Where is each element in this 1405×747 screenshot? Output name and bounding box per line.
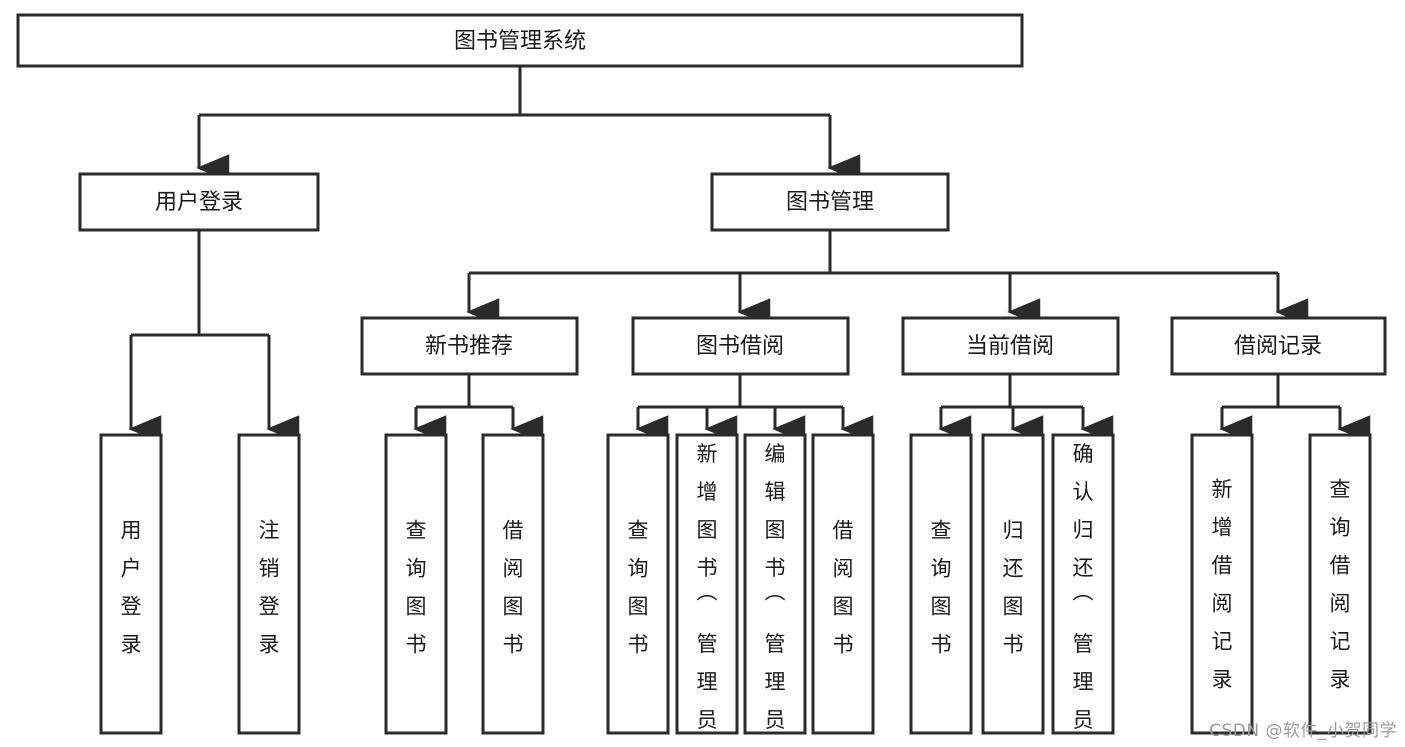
node-book-manage-label: 图书管理 (786, 190, 874, 215)
leaf-node-label: 借阅图书 (503, 519, 524, 657)
leaf-node[interactable]: 编辑图书⌒管理员⌓ (743, 433, 807, 747)
leaf-node-label: 查询图书 (931, 519, 952, 657)
leaf-node-box[interactable] (909, 433, 973, 735)
leaf-node-label: 注销登录 (259, 519, 280, 657)
leaf-node[interactable]: 注销登录 (237, 433, 301, 735)
leaf-node[interactable]: 确认归还⌒管理员⌓ (1051, 433, 1115, 747)
node-user-login[interactable]: 用户登录 (78, 172, 320, 232)
node-user-login-box[interactable] (78, 172, 320, 232)
leaf-node[interactable]: 新增借阅记录 (1190, 433, 1254, 735)
leaf-node[interactable]: 查询图书 (606, 433, 670, 735)
node-root[interactable]: 图书管理系统 (16, 13, 1024, 68)
leaf-node-label: 确认归还⌒管理员⌓ (1073, 442, 1094, 747)
node-book-manage-box[interactable] (710, 172, 950, 232)
leaf-layer: 用户登录 注销登录 查询图书 借阅图书 查询图书 新增图书⌒管理员⌓ 编辑图书⌒管理员⌓ 借阅… (99, 433, 1372, 747)
leaf-node[interactable]: 新增图书⌒管理员⌓ (675, 433, 739, 747)
leaf-node-box[interactable] (99, 433, 163, 735)
node-book-borrow[interactable]: 图书借阅 (631, 316, 850, 376)
leaf-node[interactable]: 查询图书 (384, 433, 448, 735)
leaf-node[interactable]: 归还图书 (981, 433, 1045, 735)
leaf-node[interactable]: 查询图书 (909, 433, 973, 735)
leaf-node-box[interactable] (481, 433, 545, 735)
node-borrow-record[interactable]: 借阅记录 (1170, 316, 1387, 376)
node-book-borrow-box[interactable] (631, 316, 850, 376)
leaf-node-box[interactable] (743, 433, 807, 735)
leaf-node-label: 新增借阅记录 (1212, 478, 1233, 692)
leaf-node-box[interactable] (675, 433, 739, 735)
leaf-node-box[interactable] (384, 433, 448, 735)
leaf-node-box[interactable] (237, 433, 301, 735)
leaf-node[interactable]: 查询借阅记录 (1308, 433, 1372, 735)
leaf-node-label: 归还图书 (1003, 519, 1024, 657)
leaf-node-label: 查询图书 (406, 519, 427, 657)
leaf-node-box[interactable] (811, 433, 875, 735)
node-current-borrow-box[interactable] (901, 316, 1120, 376)
leaf-node[interactable]: 用户登录 (99, 433, 163, 735)
leaf-node-label: 查询借阅记录 (1330, 478, 1351, 692)
csdn-watermark: CSDN @软件_小贺同学 (1209, 721, 1397, 741)
node-current-borrow-label: 当前借阅 (966, 334, 1054, 359)
leaf-node-label: 查询图书 (628, 519, 649, 657)
node-user-login-label: 用户登录 (155, 190, 243, 215)
node-root-label: 图书管理系统 (454, 29, 586, 54)
leaf-node-label: 新增图书⌒管理员⌓ (697, 442, 718, 747)
leaf-node-box[interactable] (981, 433, 1045, 735)
leaf-node-label: 用户登录 (121, 519, 142, 657)
node-book-manage[interactable]: 图书管理 (710, 172, 950, 232)
leaf-node-box[interactable] (606, 433, 670, 735)
leaf-node[interactable]: 借阅图书 (811, 433, 875, 735)
node-current-borrow[interactable]: 当前借阅 (901, 316, 1120, 376)
node-book-borrow-label: 图书借阅 (696, 334, 784, 359)
node-new-book-recommend-label: 新书推荐 (425, 334, 513, 359)
leaf-node-label: 借阅图书 (833, 519, 854, 657)
connector-layer (128, 66, 1371, 443)
leaf-node-box[interactable] (1051, 433, 1115, 735)
leaf-node-box[interactable] (1308, 433, 1372, 735)
node-borrow-record-box[interactable] (1170, 316, 1387, 376)
node-borrow-record-label: 借阅记录 (1234, 334, 1322, 359)
node-new-book-recommend[interactable]: 新书推荐 (360, 316, 579, 376)
node-root-box[interactable] (16, 13, 1024, 68)
node-new-book-recommend-box[interactable] (360, 316, 579, 376)
leaf-node-box[interactable] (1190, 433, 1254, 735)
leaf-node[interactable]: 借阅图书 (481, 433, 545, 735)
